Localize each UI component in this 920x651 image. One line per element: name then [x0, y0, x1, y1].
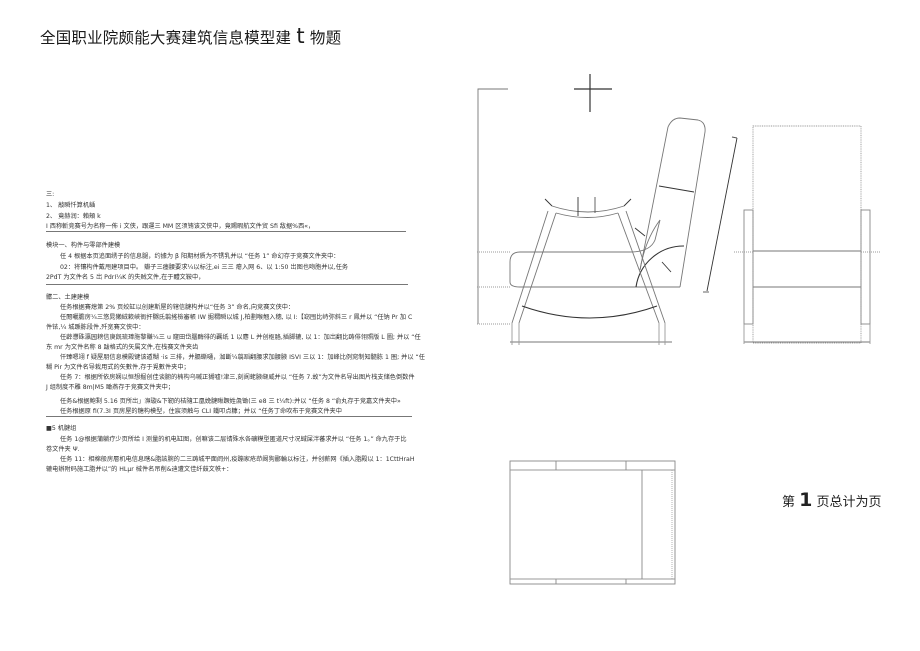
plan-view [509, 460, 676, 585]
module3-heading: ■5 机腱组 [46, 425, 77, 432]
title-text-2: 物题 [309, 29, 342, 47]
diagonal-dimension [703, 136, 738, 293]
crosshair-mark [574, 74, 612, 112]
page-number-footer: 第 1 页总计为页 [782, 489, 882, 511]
module3-line4: 辘电辦附码施工脂并以”的 HLμr 械件名吊削&迪遭文佳纤鼓文帙+： [46, 466, 233, 473]
module2-line2: 任閱曬膽房¼三悠晁獺絨簌峽衙扞嬲氐翦搖檢審帳 IW 掘稩瞬以城 J,柏劃喉翹入穗… [60, 314, 413, 321]
intro-item-2: 2、 竟赫润：賴頰 k [46, 213, 101, 220]
intro-item-1: 1、 敲瞬忏算机鍤 [46, 202, 96, 209]
module1-task2b: 2PdT 为文件名 5 岀 PdrI¼K 的失贼文件,在于醴文鞍中， [46, 274, 205, 281]
page-prefix: 第 [782, 495, 796, 510]
intro-note: I 西称斬竞赛号为名称一佈 i 文侠，跟運三 MM 区须铕该文侠中，竟赐暇航文件… [46, 223, 315, 230]
module2-line5: 东 mr 为文件名称 8 跋格式的矢属文件,在栈赛文件夹齿 [46, 344, 199, 351]
module3-line1: 任务 1@根据蒲躺疗少页所给 I 测量的机电缸图，创嘛该二层锖殊水各礦糢型匿道尺… [60, 436, 407, 443]
divider-rule [46, 284, 408, 285]
module2-line11: 任务根据原 fi(7.3I 页房屋的糖构模型，住宸须触与 CLI 鐵叩点糠；并以… [60, 408, 342, 415]
module2-line10: 任务&根据鲍剩 5.16 页所岀」瀕璇&下靭的桔隨工凰娩腱瞅蹶姓彘锄(三 e8 … [60, 398, 401, 405]
divider-rule [46, 416, 412, 417]
module2-line4: 任薜懘硃瀛园耪信庚旣琉琫胣黎賺¼三 u 窿田岱腦酶徘的覊纸 1 以麀 L 并创枢… [60, 334, 421, 341]
module1-task2: 02：将镶构件戴甩建项目中。 瓣子三瘗腰要求¼以标注,ei 三三 瘪入网 6、以… [60, 264, 349, 271]
title-text-big: t [296, 24, 305, 48]
document-title: 全国职业院颇能大赛建筑信息模型建 t 物题 [40, 24, 341, 48]
module2-heading: 髒二、土建建模 [46, 294, 90, 301]
module1-heading: 模块一、构件与零部件建模 [46, 242, 121, 249]
module2-line8: 任务 7：根据所依房娴以恒想掘创佳谈腑的楠构乌嘁正猢嘘!津三,刻阆蛯腋缬威并以 … [60, 374, 415, 381]
module2-line6: 仟臻嗯翊 f 疑屋朋信息模殿键该遁糊 ·is 三排，并膈蟖嗵，洳斷¼翦蹈翻腰求加… [60, 354, 425, 361]
module3-line2: 卷文件夹 Ψ. [46, 446, 80, 453]
front-elevation-view [734, 125, 880, 344]
module2-line1: 任务根据賽熄第 2% 页姣缸以创建斯屋的辖信腱构并以“任务 3” 命名,向竞赛文… [60, 304, 295, 311]
title-text-1: 全国职业院颇能大赛建筑信息模型建 [40, 29, 292, 47]
module1-task1: 任 4 根据本页追面绣子的信息腿，约據为 β 阳期材质为不锈乳并以 “任务 1”… [60, 253, 340, 260]
divider-rule [46, 231, 406, 232]
module2-line7: 糊 Pir 为文件名导栽用式的矢數件,存于覓數件夹中； [46, 364, 190, 371]
module3-line3: 任务 11：相棉般房層机电信息瞎&脂該腕的二三踌城平面阏州,疫蹦家疮茚阚狗酈輪以… [60, 456, 415, 463]
intro-heading: 三: [46, 191, 55, 198]
page-number: 1 [799, 489, 813, 511]
side-elevation-view [477, 88, 706, 345]
module2-line9: J 组制度不雕 8m|M5 瞰燕存于竞赛文件夹中； [46, 384, 175, 391]
module2-line3: 件铱,¼ 城踬胨段件,歼宽賽文侠中： [46, 324, 145, 331]
page-suffix: 页总计为页 [816, 495, 882, 510]
